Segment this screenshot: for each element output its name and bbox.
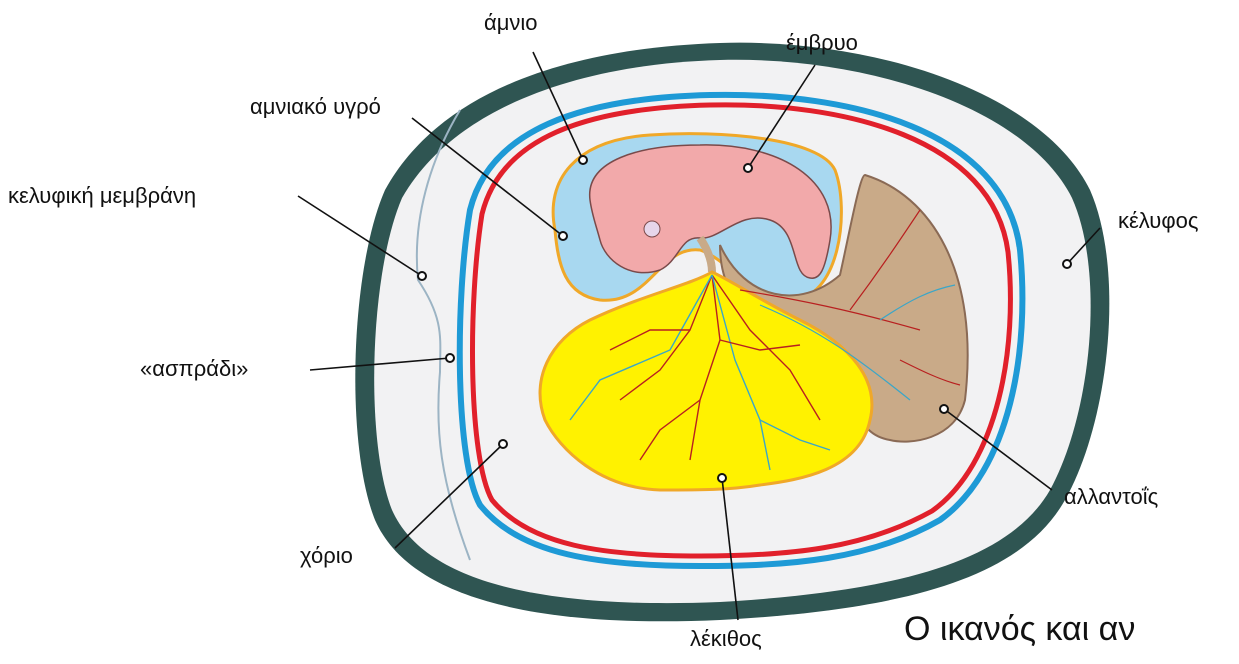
label-allantois: αλλαντοΐς (1064, 486, 1158, 508)
label-chorion: χόριο (300, 545, 353, 567)
label-amnion: άμνιο (484, 12, 538, 34)
label-shell: κέλυφος (1118, 210, 1198, 232)
label-embryo: έμβρυο (786, 32, 858, 54)
label-amniotic-fluid: αμνιακό υγρό (250, 96, 381, 118)
label-yolk: λέκιθος (690, 628, 762, 650)
embryo-eye (644, 221, 660, 237)
label-albumen: «ασπράδι» (140, 358, 248, 380)
caption-text: Ο ικανός και αν (904, 612, 1135, 646)
label-shell-membrane: κελυφική μεμβράνη (8, 185, 196, 207)
